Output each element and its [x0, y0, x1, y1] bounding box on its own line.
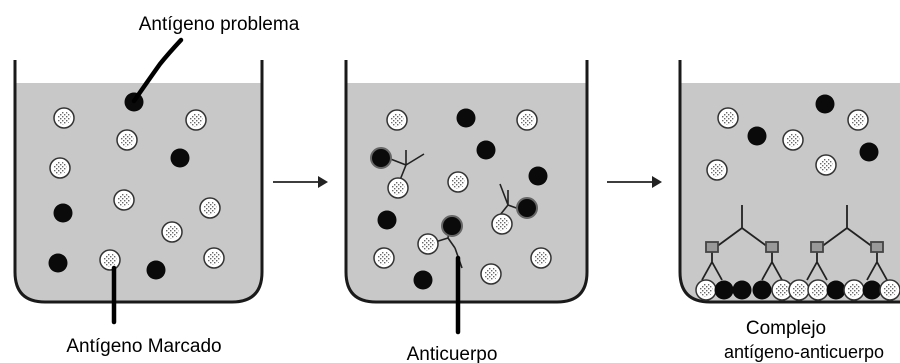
unlabeled-antigen [529, 167, 548, 186]
labeled-antigen [848, 110, 868, 130]
beaker-3 [680, 60, 900, 302]
label-anticuerpo: Anticuerpo [407, 344, 498, 363]
process-arrow-1 [273, 176, 328, 188]
labeled-antigen [387, 110, 407, 130]
unlabeled-antigen [378, 211, 397, 230]
labeled-antigen [117, 130, 137, 150]
unlabeled-antigen [748, 127, 767, 146]
labeled-antigen [696, 280, 716, 300]
unlabeled-antigen [860, 143, 879, 162]
labeled-antigen [186, 110, 206, 130]
labeled-antigen [783, 130, 803, 150]
unlabeled-antigen [753, 281, 772, 300]
labeled-antigen [707, 160, 727, 180]
labeled-antigen [114, 190, 134, 210]
labeled-antigen [531, 248, 551, 268]
unlabeled-antigen [171, 149, 190, 168]
labeled-antigen [816, 155, 836, 175]
beaker-2 [346, 60, 587, 302]
labeled-antigen [448, 172, 468, 192]
labeled-antigen [844, 280, 864, 300]
labeled-antigen [374, 248, 394, 268]
unlabeled-antigen [49, 254, 68, 273]
labeled-antigen [54, 108, 74, 128]
unlabeled-antigen [816, 95, 835, 114]
labeled-antigen [789, 280, 809, 300]
unlabeled-antigen [477, 141, 496, 160]
unlabeled-antigen [733, 281, 752, 300]
label-complejo: Complejo [746, 318, 826, 339]
unlabeled-antigen [414, 271, 433, 290]
labeled-antigen [481, 264, 501, 284]
labeled-antigen [100, 250, 120, 270]
unlabeled-antigen [827, 281, 846, 300]
labeled-antigen [162, 222, 182, 242]
labeled-antigen [50, 158, 70, 178]
process-arrow-2 [607, 176, 662, 188]
labeled-antigen [808, 280, 828, 300]
unlabeled-antigen [54, 204, 73, 223]
unlabeled-antigen [863, 281, 882, 300]
labeled-antigen [204, 248, 224, 268]
labeled-antigen [200, 198, 220, 218]
labeled-antigen [880, 280, 900, 300]
labeled-antigen [517, 110, 537, 130]
unlabeled-antigen [457, 109, 476, 128]
unlabeled-antigen [147, 261, 166, 280]
unlabeled-antigen [715, 281, 734, 300]
bound-antigens-row [696, 280, 900, 300]
label-antigeno-marcado: Antígeno Marcado [66, 336, 221, 357]
label-antigeno-anticuerpo: antígeno-anticuerpo [724, 342, 884, 362]
label-antigeno-problema: Antígeno problema [139, 14, 300, 35]
labeled-antigen [718, 108, 738, 128]
